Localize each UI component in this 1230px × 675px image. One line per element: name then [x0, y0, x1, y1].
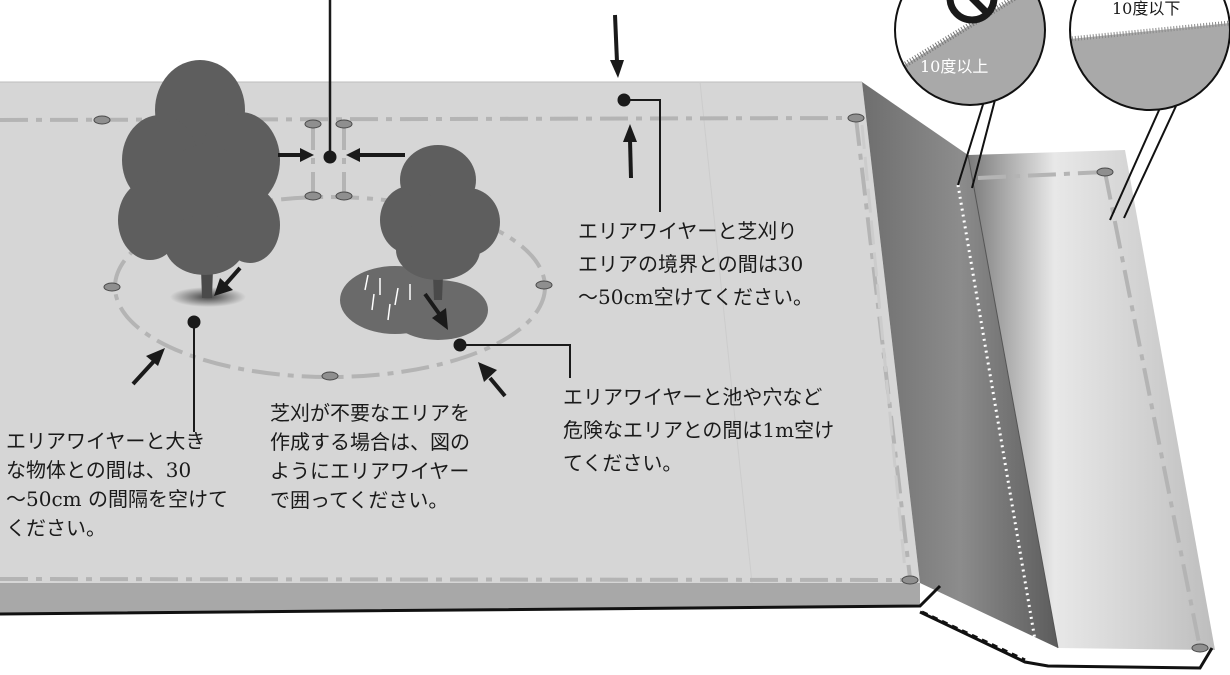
- callout-large-object-line-3: 〜50cm の間隔を空けて: [6, 487, 228, 511]
- wire-pegs: [93, 113, 1209, 653]
- prohibited-icon: [946, 0, 998, 24]
- ground-outline: [0, 584, 942, 616]
- slope-detail-prohibited: 10度以上: [894, 0, 1046, 189]
- slope-gentle: [968, 150, 1215, 650]
- callout-large-object-line-2: な物体との間は、30: [6, 458, 191, 482]
- callout-hazard-area: エリアワイヤーと池や穴など 危険なエリアとの間は1m空け てください。: [563, 385, 834, 475]
- callout-hazard-line-3: てください。: [563, 451, 682, 475]
- small-tree: [380, 145, 500, 300]
- callout-large-object-line-1: エリアワイヤーと大き: [6, 429, 205, 453]
- cut-boundary-dots: [956, 184, 1037, 641]
- callout-no-mow-line-2: 作成する場合は、図の: [270, 430, 470, 454]
- callout-arrows: [131, 0, 661, 432]
- callout-no-mow-line-3: ようにエリアワイヤー: [270, 459, 469, 483]
- label-10deg-or-more: 10度以上: [920, 57, 988, 76]
- callout-wire-boundary-line-3: 〜50cm空けてください。: [578, 285, 813, 309]
- callout-no-mow-area: 芝刈が不要なエリアを 作成する場合は、図の ようにエリアワイヤー で囲ってくださ…: [270, 401, 470, 512]
- callout-large-object: エリアワイヤーと大き な物体との間は、30 〜50cm の間隔を空けて ください…: [6, 429, 228, 540]
- callout-wire-boundary-line-1: エリアワイヤーと芝刈り: [578, 219, 797, 243]
- callout-hazard-line-1: エリアワイヤーと池や穴など: [563, 385, 822, 409]
- callout-no-mow-line-1: 芝刈が不要なエリアを: [270, 401, 470, 425]
- label-10deg-or-less: 10度以下: [1112, 0, 1180, 18]
- callout-large-object-line-4: ください。: [6, 516, 106, 540]
- large-tree: [118, 60, 280, 307]
- callout-wire-boundary: エリアワイヤーと芝刈り エリアの境界との間は30 〜50cm空けてください。: [578, 219, 813, 309]
- callout-no-mow-line-4: で囲ってください。: [270, 488, 448, 512]
- slope-steep: [862, 82, 1058, 648]
- callout-wire-boundary-line-2: エリアの境界との間は30: [578, 252, 803, 276]
- lawn-front-edge: [0, 583, 920, 614]
- ground-outline-slope: [919, 610, 1214, 670]
- callout-hazard-line-2: 危険なエリアとの間は1m空け: [563, 418, 834, 442]
